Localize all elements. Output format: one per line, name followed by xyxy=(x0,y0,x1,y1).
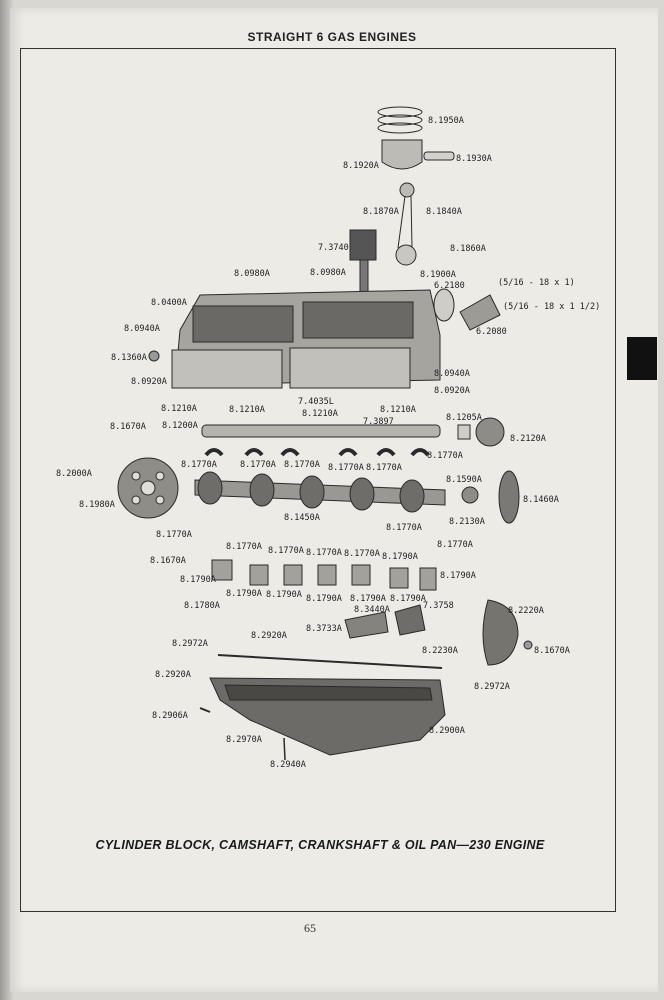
part-label: 8.0920A xyxy=(131,377,167,387)
part-label: 8.1450A xyxy=(284,513,320,523)
part-label: 8.3440A xyxy=(354,605,390,615)
part-label: 8.1980A xyxy=(79,500,115,510)
part-label: 8.1790A xyxy=(440,571,476,581)
part-label: 7.3897 xyxy=(363,417,394,427)
part-label: 8.2972A xyxy=(172,639,208,649)
part-label: 8.1210A xyxy=(161,404,197,414)
part-label: 8.1770A xyxy=(366,463,402,473)
part-label: 8.2230A xyxy=(422,646,458,656)
part-label: 8.2970A xyxy=(226,735,262,745)
part-label: 8.1790A xyxy=(226,589,262,599)
part-label: 8.0940A xyxy=(124,324,160,334)
part-label: 8.1790A xyxy=(306,594,342,604)
part-label: 8.1670A xyxy=(534,646,570,656)
camshaft xyxy=(201,417,505,447)
part-label: 8.2130A xyxy=(449,517,485,527)
part-label: 8.1200A xyxy=(162,421,198,431)
part-label: 8.1950A xyxy=(428,116,464,126)
engine-parts-drawing xyxy=(117,106,533,761)
part-label: 8.1790A xyxy=(180,575,216,585)
fuel-pump xyxy=(433,288,501,331)
part-label: 8.1770A xyxy=(226,542,262,552)
part-label: 8.1205A xyxy=(446,413,482,423)
part-label: 8.2920A xyxy=(251,631,287,641)
page-number: 65 xyxy=(304,921,316,935)
part-label: 8.1360A xyxy=(111,353,147,363)
part-label: 8.2940A xyxy=(270,760,306,770)
part-label: 8.1860A xyxy=(450,244,486,254)
cylinder-block xyxy=(148,289,441,389)
part-label: 8.1770A xyxy=(268,546,304,556)
figure-caption: CYLINDER BLOCK, CAMSHAFT, CRANKSHAFT & O… xyxy=(95,838,545,852)
part-label: 8.1870A xyxy=(363,207,399,217)
part-label: 8.1790A xyxy=(390,594,426,604)
part-label: 8.2920A xyxy=(155,670,191,680)
part-label: 8.2900A xyxy=(429,726,465,736)
crankshaft xyxy=(194,470,520,524)
part-label: 8.0940A xyxy=(434,369,470,379)
page-header: STRAIGHT 6 GAS ENGINES xyxy=(247,30,417,44)
part-label: 8.0920A xyxy=(434,386,470,396)
part-label: 8.1840A xyxy=(426,207,462,217)
part-label: 8.0980A xyxy=(310,268,346,278)
part-label: 6.2180 xyxy=(434,281,465,291)
part-label: 8.1770A xyxy=(437,540,473,550)
part-label: 8.1210A xyxy=(229,405,265,415)
part-label: 8.1770A xyxy=(328,463,364,473)
part-label: 8.1790A xyxy=(382,552,418,562)
flywheel xyxy=(117,457,179,519)
distributor xyxy=(349,229,377,296)
part-label: 8.0400A xyxy=(151,298,187,308)
part-label: 8.1930A xyxy=(456,154,492,164)
part-label: 8.1210A xyxy=(302,409,338,419)
part-label: 8.1590A xyxy=(446,475,482,485)
section-thumb-tab xyxy=(627,337,657,380)
part-label: 8.1770A xyxy=(181,460,217,470)
part-label: 8.3733A xyxy=(306,624,342,634)
main-bearings-upper xyxy=(204,448,430,457)
oil-pump xyxy=(344,604,426,639)
part-label: 8.2000A xyxy=(56,469,92,479)
part-label: 8.1770A xyxy=(427,451,463,461)
oil-pan xyxy=(199,654,446,761)
piston-assembly xyxy=(377,106,455,170)
part-label: 8.2220A xyxy=(508,606,544,616)
connecting-rod xyxy=(395,182,417,266)
part-label: 8.1780A xyxy=(184,601,220,611)
part-label: 8.2906A xyxy=(152,711,188,721)
part-label: 8.1210A xyxy=(380,405,416,415)
part-label: 7.3758 xyxy=(423,601,454,611)
main-bearing-caps xyxy=(211,559,437,591)
part-labels: 8.1950A 8.1920A 8.1930A 8.1870A 8.1840A … xyxy=(56,116,600,770)
part-label: (5/16 - 18 x 1) xyxy=(498,278,575,288)
part-label: 8.1670A xyxy=(150,556,186,566)
part-label: 8.0980A xyxy=(234,269,270,279)
part-label: 7.3740 xyxy=(318,243,349,253)
part-label: (5/16 - 18 x 1 1/2) xyxy=(503,302,600,312)
part-label: 8.1460A xyxy=(523,495,559,505)
part-label: 6.2080 xyxy=(476,327,507,337)
part-label: 8.1790A xyxy=(350,594,386,604)
part-label: 8.1770A xyxy=(284,460,320,470)
illustration-frame xyxy=(20,48,616,912)
part-label: 8.1670A xyxy=(110,422,146,432)
part-label: 8.1900A xyxy=(420,270,456,280)
part-label: 8.1770A xyxy=(240,460,276,470)
part-label: 8.1770A xyxy=(344,549,380,559)
part-label: 8.1790A xyxy=(266,590,302,600)
part-label: 8.1770A xyxy=(386,523,422,533)
part-label: 8.1920A xyxy=(343,161,379,171)
part-label: 8.2120A xyxy=(510,434,546,444)
part-label: 8.2972A xyxy=(474,682,510,692)
part-label: 8.1770A xyxy=(306,548,342,558)
part-label: 7.4035L xyxy=(298,397,334,407)
timing-gear-cover xyxy=(482,599,533,666)
part-label: 8.1770A xyxy=(156,530,192,540)
